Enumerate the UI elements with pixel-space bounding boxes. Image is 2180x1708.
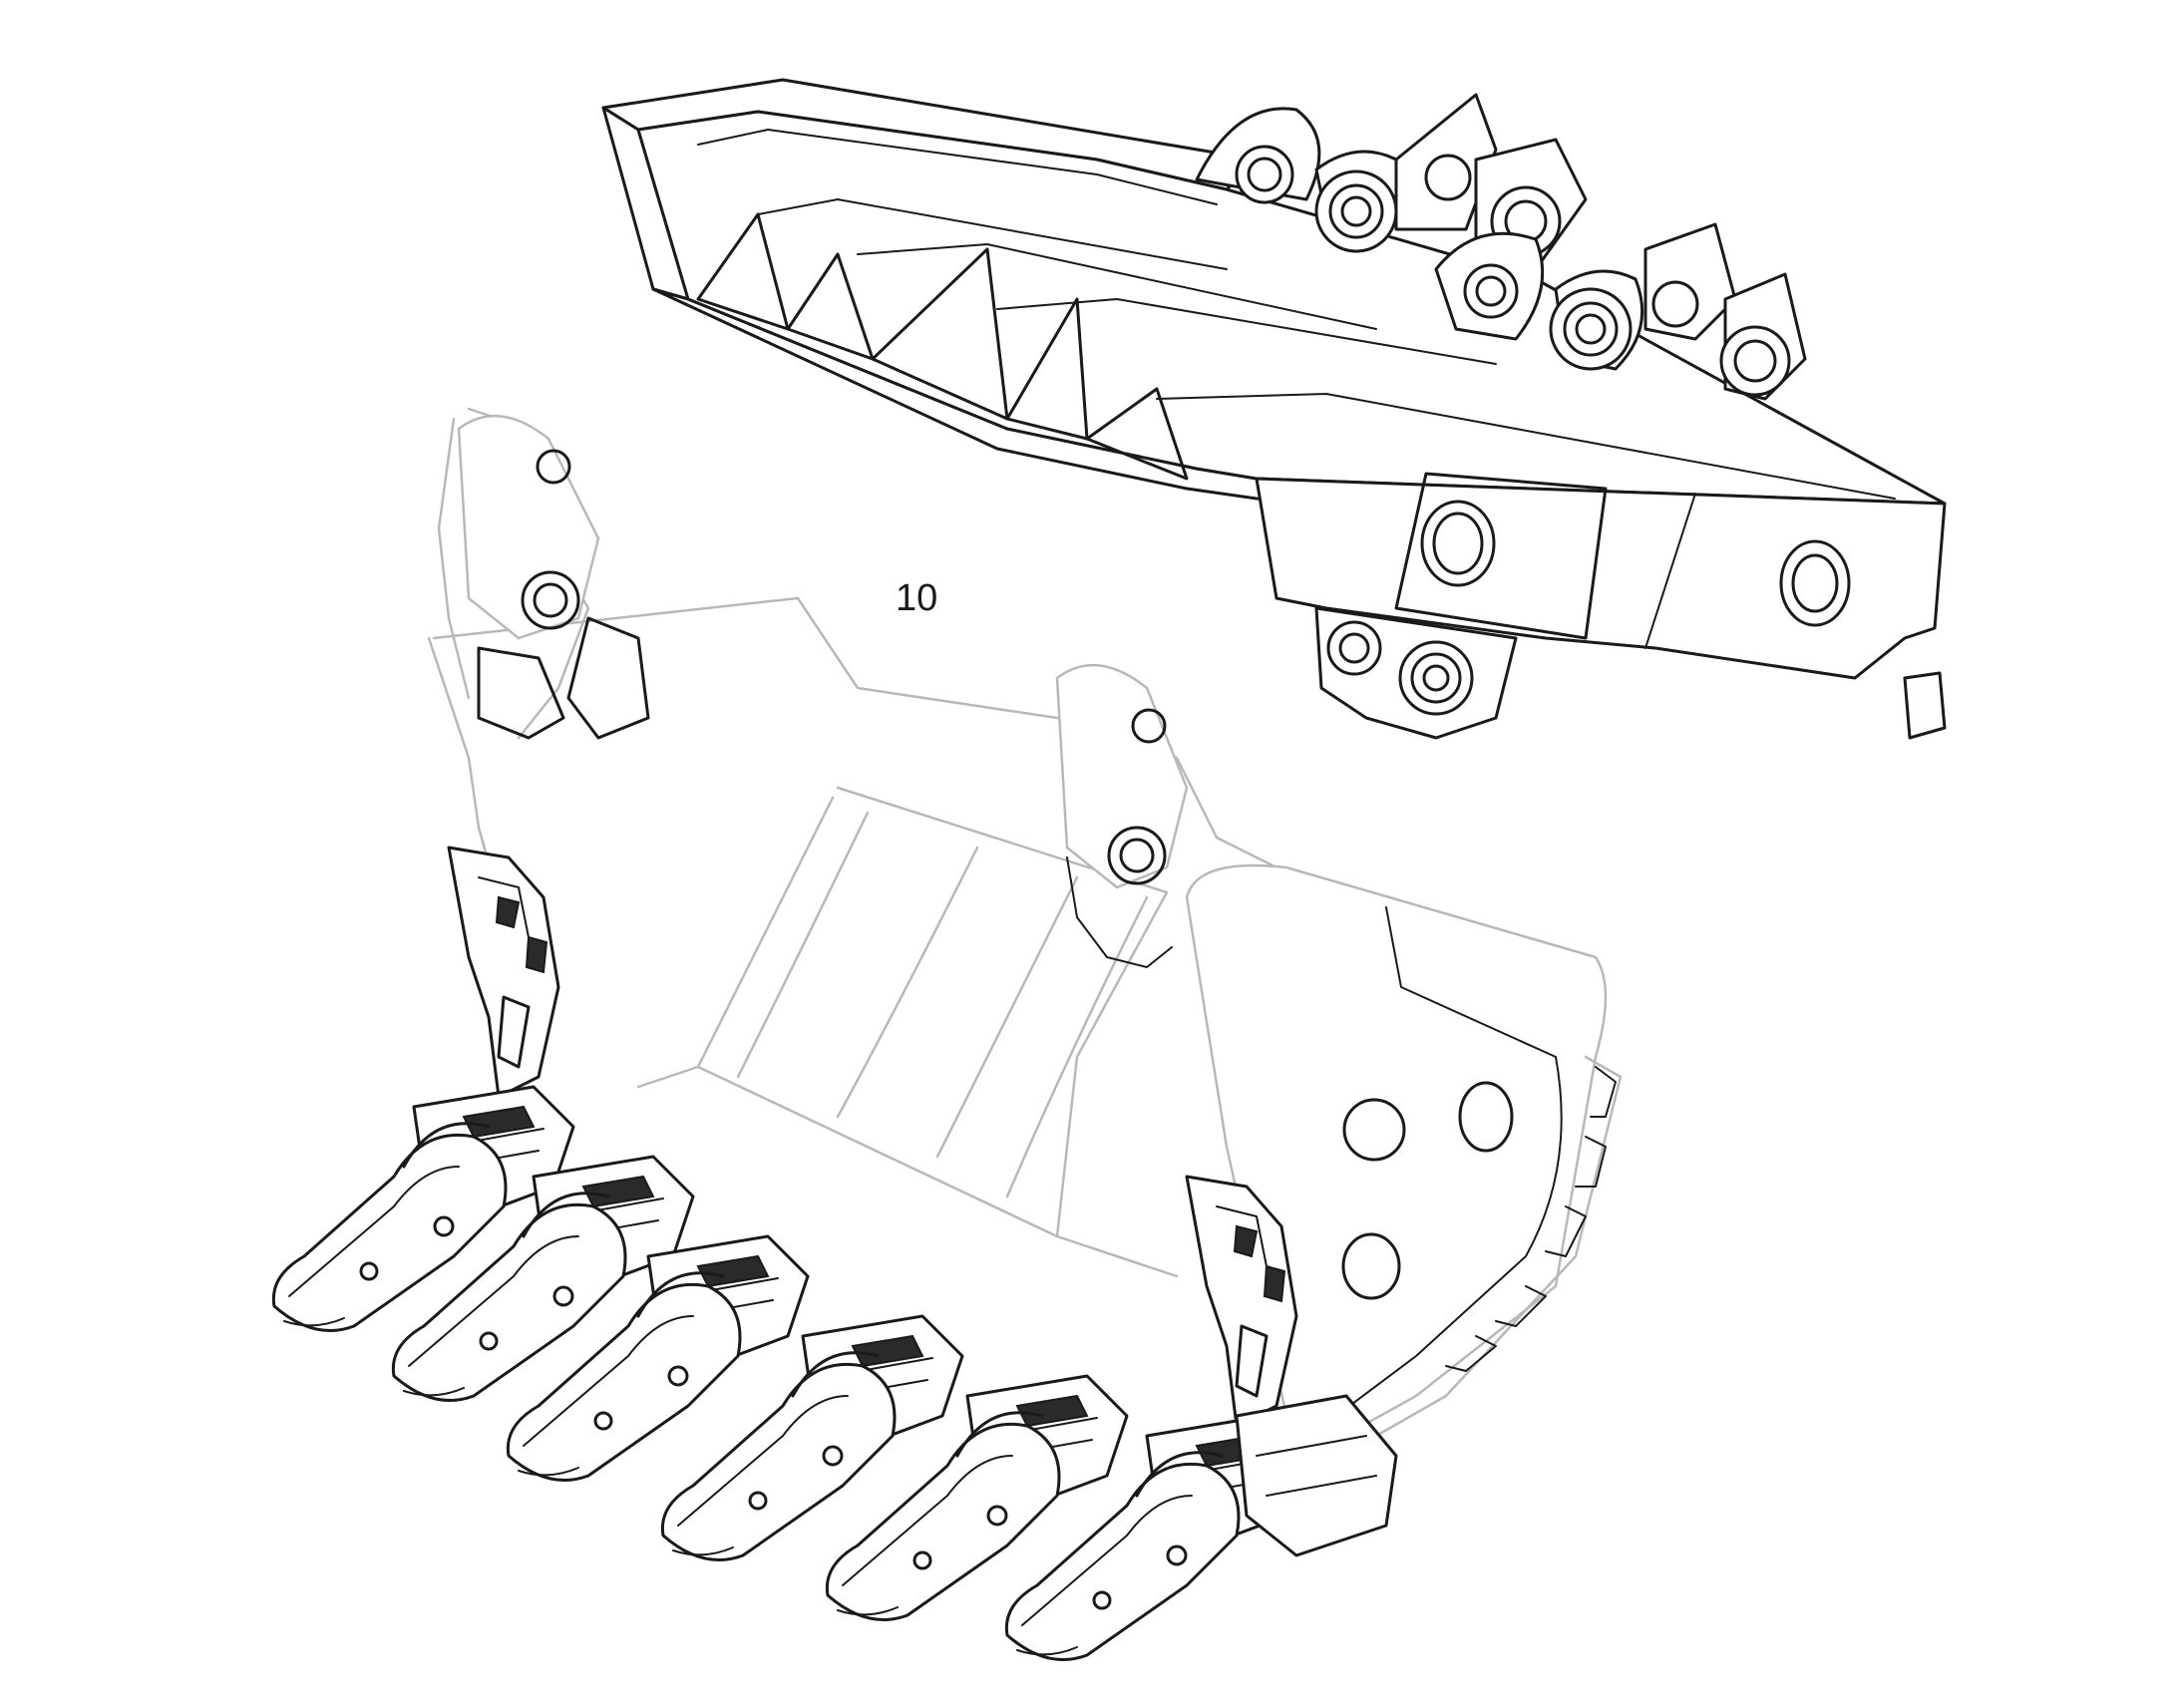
- teeth-row: [271, 1085, 1308, 1661]
- side-cutter-clamp-right: [1185, 1175, 1298, 1428]
- corner-adapter-right: [1235, 1394, 1398, 1557]
- bucket-tooth: [825, 1374, 1129, 1621]
- callout-10: 10: [896, 577, 937, 619]
- bucket-tooth: [391, 1155, 695, 1402]
- mounting-frame: [601, 78, 1947, 740]
- bucket-tooth: [506, 1234, 810, 1482]
- side-cutter-clamp-left: [447, 846, 560, 1099]
- bucket-tooth: [660, 1314, 964, 1561]
